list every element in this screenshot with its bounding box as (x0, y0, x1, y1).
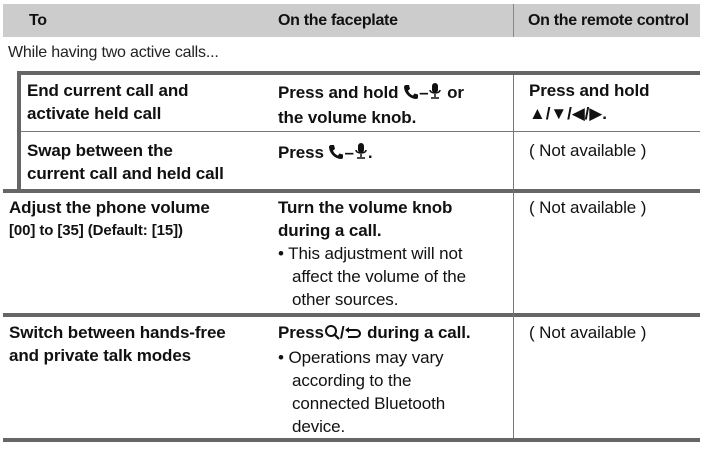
row-3-faceplate: Turn the volume knob during a call. • Th… (278, 196, 466, 311)
row-3-faceplate-line1: Turn the volume knob (278, 198, 453, 217)
search-icon (324, 323, 340, 346)
group-left-border (17, 71, 21, 191)
row-3-to-line2: [00] to [35] (Default: [15]) (9, 222, 183, 239)
row-2-to: Swap between the current call and held c… (27, 139, 224, 185)
row-4-to: Switch between hands-free and private ta… (9, 321, 226, 367)
phone-icon (328, 143, 344, 166)
table-header: To On the faceplate On the remote contro… (3, 4, 700, 37)
row-4-to-line1: Switch between hands-free (9, 323, 226, 342)
row-1-faceplate-line2: the volume knob. (278, 108, 417, 127)
row-1-to: End current call and activate held call (27, 79, 189, 125)
row-separator-thick (3, 189, 700, 193)
row-1-to-line1: End current call and (27, 81, 189, 100)
row-2-to-line1: Swap between the (27, 141, 173, 160)
row-3-note-line3: other sources. (292, 290, 399, 309)
row-3-faceplate-line2: during a call. (278, 221, 382, 240)
row-4-note: • Operations may vary according to the c… (278, 346, 471, 438)
header-to: To (29, 12, 47, 29)
back-icon (344, 323, 362, 346)
header-faceplate: On the faceplate (278, 12, 398, 29)
microphone-icon (428, 82, 442, 106)
row-4-to-line2: and private talk modes (9, 346, 192, 365)
column-divider (513, 75, 514, 438)
row-2-faceplate: Press –. (278, 141, 373, 166)
row-2-faceplate-suffix: . (367, 143, 373, 162)
separator: – (344, 143, 354, 162)
row-1-remote-line1: Press and hold (529, 81, 650, 100)
row-4-note-line1: Operations may vary (288, 348, 444, 367)
row-3-to-line1: Adjust the phone volume (9, 198, 210, 217)
row-3-remote: ( Not available ) (529, 198, 647, 217)
row-4-note-line4: device. (292, 417, 346, 436)
row-1-to-line2: activate held call (27, 104, 162, 123)
row-4-faceplate-prefix: Press (278, 323, 324, 342)
row-1-faceplate: Press and hold – or the volume knob. (278, 81, 464, 129)
row-3-note: • This adjustment will not affect the vo… (278, 244, 467, 309)
row-3-to: Adjust the phone volume [00] to [35] (De… (9, 196, 210, 242)
row-1-faceplate-suffix: or (447, 83, 464, 102)
row-4-remote: ( Not available ) (529, 323, 647, 342)
row-2-to-line2: current call and held call (27, 164, 224, 183)
phone-icon (403, 83, 419, 106)
row-separator-thick (3, 313, 700, 317)
row-2-remote: ( Not available ) (529, 141, 647, 160)
row-4-faceplate: Press / during a call. • Operations may v… (278, 321, 471, 438)
slash: / (339, 323, 345, 342)
row-1-faceplate-prefix: Press and hold (278, 83, 399, 102)
row-1-remote: Press and hold ▲/▼/◀/▶. (529, 79, 650, 125)
section-label: While having two active calls... (8, 44, 219, 61)
row-3-note-line1: This adjustment will not (288, 244, 463, 263)
row-1-remote-line2: ▲/▼/◀/▶. (529, 104, 607, 123)
separator: – (419, 83, 429, 102)
row-4-note-line2: according to the (292, 371, 412, 390)
group-top-border (17, 71, 700, 75)
microphone-icon (354, 142, 368, 166)
row-2-faceplate-prefix: Press (278, 143, 324, 162)
header-remote: On the remote control (528, 12, 689, 29)
table-bottom-border (3, 438, 700, 442)
row-3-note-line2: affect the volume of the (292, 267, 467, 286)
row-4-faceplate-suffix: during a call. (367, 323, 471, 342)
row-4-note-line3: connected Bluetooth (292, 394, 446, 413)
row-separator (21, 131, 700, 132)
header-divider (513, 4, 514, 37)
